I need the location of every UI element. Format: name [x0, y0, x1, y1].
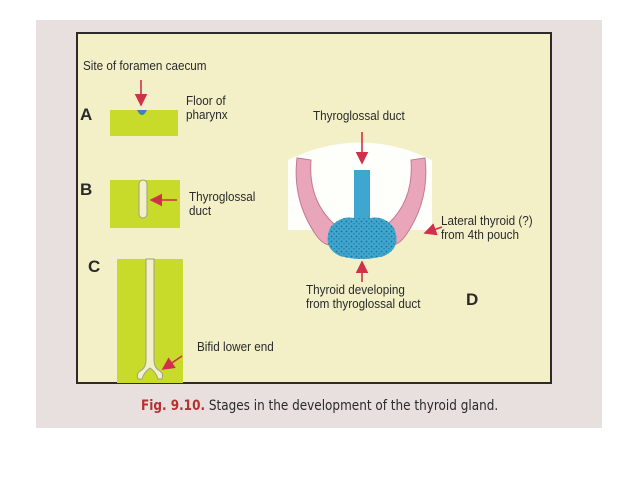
- stage-d-letter: D: [466, 290, 479, 309]
- label-thyroid-developing: Thyroid developing from thyroglossal duc…: [306, 282, 421, 311]
- stage-c-duct: [136, 258, 164, 380]
- caption-text: Stages in the development of the thyroid…: [208, 398, 499, 414]
- figure-caption: Fig. 9.10. Stages in the development of …: [141, 398, 498, 414]
- stage-b-letter: B: [80, 180, 93, 199]
- stage-a-figure: [110, 80, 178, 136]
- label-site-foramen-caecum: Site of foramen caecum: [83, 58, 207, 73]
- stage-b-duct: [138, 179, 148, 219]
- label-lateral-thyroid: Lateral thyroid (?) from 4th pouch: [441, 213, 533, 242]
- label-thyroglossal-duct-d: Thyroglossal duct: [313, 108, 405, 123]
- label-bifid-lower-end: Bifid lower end: [197, 339, 274, 354]
- stage-d-figure: [288, 132, 443, 282]
- stage-b-figure: [110, 179, 180, 228]
- arrow-bifid-end: [161, 355, 183, 370]
- foramen-caecum-pit: [137, 110, 147, 115]
- pharynx-floor-block: [110, 110, 178, 136]
- label-floor-of-pharynx: Floor of pharynx: [186, 93, 228, 122]
- stage-c-letter: C: [88, 257, 101, 276]
- arrow-lateral-thyroid: [423, 223, 443, 236]
- caption-figure-number: Fig. 9.10.: [141, 398, 206, 414]
- stage-a-letter: A: [80, 105, 93, 124]
- thyroid-mass-texture: [327, 217, 397, 259]
- thyroglossal-duct-stem: [354, 170, 370, 222]
- stage-c-figure: [117, 258, 183, 383]
- label-thyroglossal-duct-b: Thyroglossal duct: [189, 189, 256, 218]
